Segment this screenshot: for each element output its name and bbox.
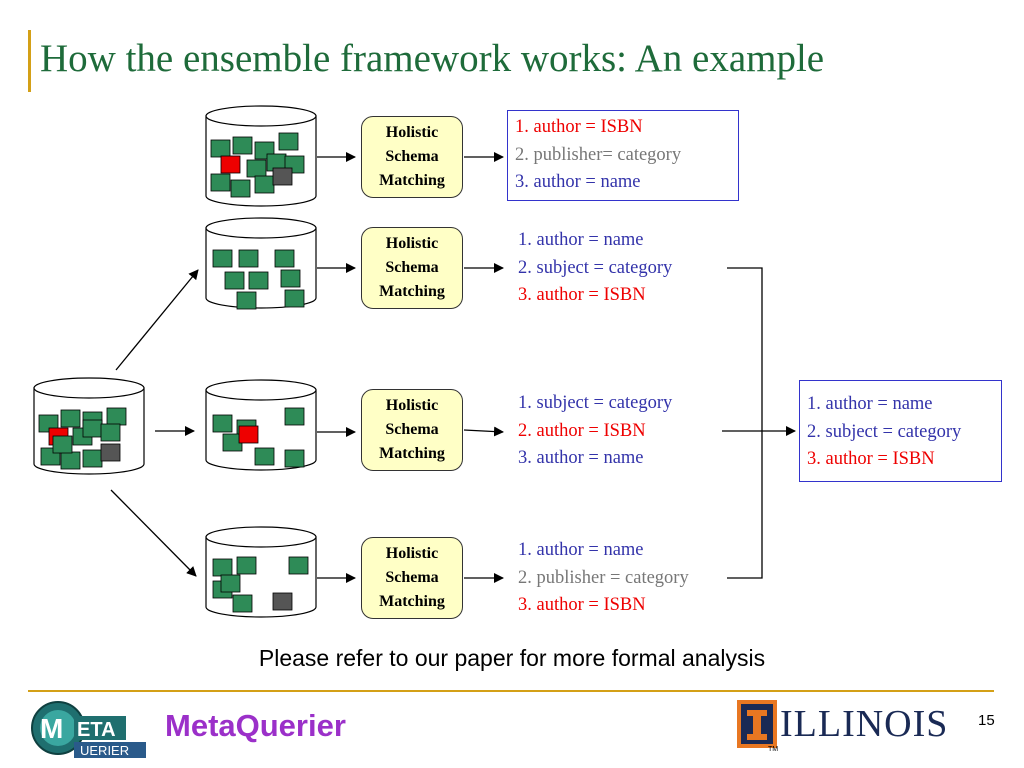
db-source-cylinder-icon: [33, 377, 145, 475]
highlighted-schema-square: [238, 425, 259, 444]
db-sample-1-cylinder-icon: [205, 217, 317, 310]
result-list-sample-2: 1. subject = category 2. author = ISBN 3…: [518, 390, 672, 473]
db-full-cylinder-icon: [205, 105, 317, 207]
illinois-wordmark: ILLINOIS: [780, 703, 949, 745]
schema-square: [60, 451, 81, 470]
schema-square: [106, 407, 127, 426]
slide-title: How the ensemble framework works: An exa…: [40, 37, 825, 80]
result-item: 3. author = ISBN: [807, 449, 935, 469]
schema-square: [232, 594, 253, 613]
schema-square: [280, 269, 301, 288]
schema-square: [274, 249, 295, 268]
result-item: 2. subject = category: [518, 257, 673, 278]
schema-square: [284, 289, 305, 308]
result-item: 2. author = ISBN: [518, 420, 646, 441]
schema-square: [278, 132, 299, 151]
schema-square: [220, 574, 241, 593]
schema-square: [246, 159, 267, 178]
metaquerier-logo-icon: M ETA UERIER: [31, 701, 146, 758]
arrow-source-to-sample-bot: [110, 489, 197, 577]
result-item: 3. author = name: [518, 448, 644, 468]
result-item: 1. author = name: [518, 230, 644, 250]
aggregation-bracket: [727, 267, 763, 579]
schema-square: [254, 175, 275, 194]
schema-square: [52, 435, 73, 454]
schema-square: [100, 423, 121, 442]
svg-text:ETA: ETA: [77, 719, 116, 741]
svg-text:M: M: [40, 713, 63, 744]
footer-divider: [28, 690, 994, 692]
schema-square: [248, 271, 269, 290]
result-item: 3. author = ISBN: [518, 285, 646, 305]
result-item: 2. publisher= category: [515, 144, 682, 165]
result-item: 3. author = ISBN: [518, 595, 646, 615]
svg-text:UERIER: UERIER: [80, 743, 129, 758]
db-sample-3-cylinder-icon: [205, 379, 317, 471]
highlighted-schema-square: [220, 155, 241, 174]
schema-square: [224, 271, 245, 290]
result-list-full: 1. author = ISBN 2. publisher= category …: [507, 110, 739, 201]
result-item: 1. author = ISBN: [515, 117, 643, 137]
schema-square: [210, 173, 231, 192]
schema-square: [238, 249, 259, 268]
result-item: 2. subject = category: [807, 421, 962, 442]
schema-square: [82, 419, 103, 438]
schema-square: [210, 139, 231, 158]
trademark-mark: TM: [768, 746, 779, 753]
illinois-block-i-icon: [737, 700, 777, 748]
schema-square: [284, 449, 305, 468]
result-item: 2. publisher = category: [518, 567, 689, 588]
db-sample-4-cylinder-icon: [205, 526, 317, 618]
schema-square: [230, 179, 251, 198]
schema-square: [212, 558, 233, 577]
result-item: 1. author = name: [518, 540, 644, 560]
schema-square: [212, 414, 233, 433]
result-list-sample-1: 1. author = name 2. subject = category 3…: [518, 227, 672, 310]
metaquerier-wordmark: MetaQuerier: [165, 708, 346, 743]
schema-square: [288, 556, 309, 575]
schema-square: [284, 407, 305, 426]
schema-square: [254, 447, 275, 466]
title-accent-bar: [28, 30, 31, 92]
schema-square: [82, 449, 103, 468]
schema-square: [232, 136, 253, 155]
result-item: 1. subject = category: [518, 393, 673, 413]
gray-schema-square: [272, 592, 293, 611]
schema-square: [236, 291, 257, 310]
analysis-note: Please refer to our paper for more forma…: [258, 645, 766, 671]
schema-square: [60, 409, 81, 428]
result-item: 1. author = name: [807, 394, 933, 414]
result-item: 3. author = name: [515, 172, 641, 192]
schema-square: [236, 556, 257, 575]
result-list-sample-3: 1. author = name 2. publisher = category…: [518, 537, 689, 620]
gray-schema-square: [100, 443, 121, 462]
schema-square: [212, 249, 233, 268]
final-result-list: 1. author = name 2. subject = category 3…: [799, 380, 1002, 482]
arrow-matcher3-to-result3: [463, 426, 504, 437]
page-number: 15: [978, 712, 995, 729]
arrow-source-to-sample-top: [115, 269, 199, 371]
gray-schema-square: [272, 167, 293, 186]
